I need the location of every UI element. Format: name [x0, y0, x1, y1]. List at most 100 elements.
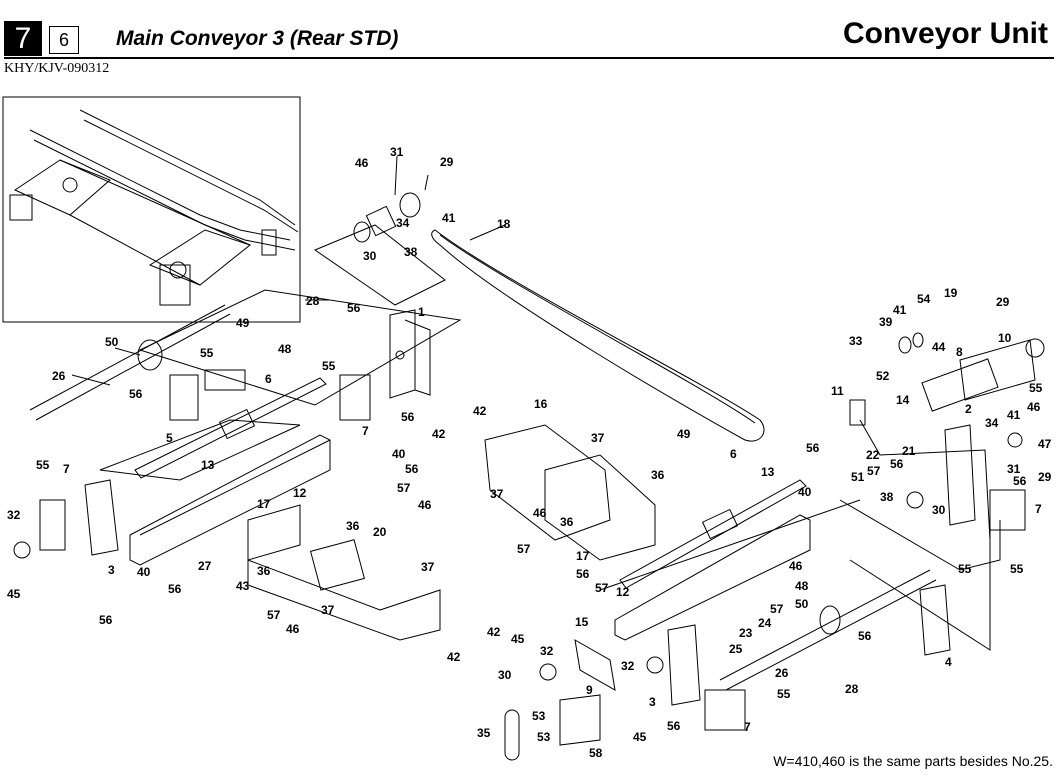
- callout: 49: [236, 316, 250, 330]
- callout: 9: [586, 683, 593, 697]
- bracket-7-upper: [339, 374, 371, 421]
- callout: 50: [795, 597, 809, 611]
- callout: 53: [537, 730, 551, 744]
- callout: 28: [845, 682, 859, 696]
- overview-inset-frame: [2, 96, 301, 323]
- callout: 40: [392, 447, 406, 461]
- callout: 17: [257, 497, 271, 511]
- callout: 36: [560, 515, 574, 529]
- callout: 27: [198, 559, 212, 573]
- end-plate-3-left: [13, 479, 119, 559]
- callout: 46: [418, 498, 432, 512]
- cover-16-17-center: [484, 424, 656, 561]
- callout: 56: [401, 410, 415, 424]
- page-title: Main Conveyor 3 (Rear STD): [116, 27, 399, 50]
- bracket-1: [389, 309, 431, 399]
- callout: 55: [1010, 562, 1024, 576]
- callout: 45: [7, 587, 21, 601]
- plate-7-bottom: [704, 689, 746, 731]
- callout: 6: [730, 447, 737, 461]
- callout: 38: [880, 490, 894, 504]
- callout: 32: [7, 508, 21, 522]
- callout: 45: [633, 730, 647, 744]
- callout: 56: [576, 567, 590, 581]
- callout: 56: [347, 301, 361, 315]
- callout: 46: [355, 156, 369, 170]
- callout: 46: [1027, 400, 1041, 414]
- callout: 48: [278, 342, 292, 356]
- callout: 29: [1038, 470, 1052, 484]
- callout: 58: [589, 746, 603, 760]
- callout: 12: [293, 486, 307, 500]
- callout: 26: [775, 666, 789, 680]
- callout: 21: [902, 444, 916, 458]
- callout: 30: [498, 668, 512, 682]
- callout: 47: [1038, 437, 1052, 451]
- callout: 41: [442, 211, 456, 225]
- callout: 57: [867, 464, 881, 478]
- callout: 38: [404, 245, 418, 259]
- callout: 7: [744, 720, 751, 734]
- callout: 29: [996, 295, 1010, 309]
- callout: 56: [1013, 474, 1027, 488]
- callout: 56: [890, 457, 904, 471]
- shaft-26: [29, 304, 231, 421]
- callout: 57: [397, 481, 411, 495]
- overview-conveyor-illustration: [9, 109, 299, 306]
- callout: 55: [777, 687, 791, 701]
- right-motor-group: [849, 332, 1045, 531]
- callout: 57: [267, 608, 281, 622]
- callout: 26: [52, 369, 66, 383]
- callout: 36: [346, 519, 360, 533]
- callout: 55: [322, 359, 336, 373]
- tensioner-35: [504, 709, 520, 761]
- callout: 13: [761, 465, 775, 479]
- callout: 54: [917, 292, 931, 306]
- callout: 37: [421, 560, 435, 574]
- callout: 31: [1007, 462, 1021, 476]
- callout: 37: [490, 487, 504, 501]
- callout: 29: [440, 155, 454, 169]
- page-number-box: 6: [49, 26, 79, 54]
- callout: 46: [286, 622, 300, 636]
- rail-13-right: [619, 479, 807, 589]
- callout: 1: [418, 305, 425, 319]
- pulley-bracket-group-top: [313, 192, 446, 306]
- callout: 56: [99, 613, 113, 627]
- belt-18: [431, 229, 765, 442]
- callout: 10: [998, 331, 1012, 345]
- callout: 3: [649, 695, 656, 709]
- bracket-15: [574, 639, 616, 691]
- callout: 42: [432, 427, 446, 441]
- callout: 49: [677, 427, 691, 441]
- callout: 56: [129, 387, 143, 401]
- callout: 39: [879, 315, 893, 329]
- callout: 45: [511, 632, 525, 646]
- rail-13-left: [134, 377, 327, 479]
- unit-title: Conveyor Unit: [842, 17, 1048, 50]
- callout: 33: [849, 334, 863, 348]
- callout: 56: [806, 441, 820, 455]
- callout: 56: [667, 719, 681, 733]
- callout: 30: [932, 503, 946, 517]
- callout: 5: [166, 431, 173, 445]
- callout: 20: [373, 525, 387, 539]
- callout: 48: [795, 579, 809, 593]
- callout: 32: [621, 659, 635, 673]
- callout: 41: [1007, 408, 1021, 422]
- block-5: [169, 374, 199, 421]
- callout: 42: [447, 650, 461, 664]
- callout: 8: [956, 345, 963, 359]
- frame-12-left: [129, 434, 331, 566]
- end-plate-3-bottom: [667, 624, 701, 706]
- callout: 36: [651, 468, 665, 482]
- callout: 56: [168, 582, 182, 596]
- callout: 22: [866, 448, 880, 462]
- callout: 55: [958, 562, 972, 576]
- callout: 3: [108, 563, 115, 577]
- callout: 15: [575, 615, 589, 629]
- callout: 53: [532, 709, 546, 723]
- callout: 46: [533, 506, 547, 520]
- callout: 32: [540, 644, 554, 658]
